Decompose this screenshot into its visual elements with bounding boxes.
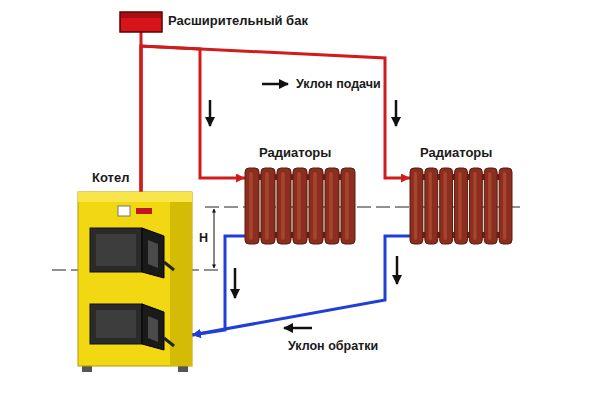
boiler-shape [78,192,192,372]
dimension-label: H [199,231,208,246]
height-dimension [214,209,215,268]
node-label: Радиаторы [259,145,331,161]
slope-label: Уклон подачи [296,77,381,92]
slope-label: Уклон обратки [288,339,378,354]
expansion-tank-shape [120,12,162,32]
boiler: Котел [78,192,192,372]
flow-arrows [210,84,397,328]
node-label: Котел [92,170,129,186]
return-pipe [192,236,245,335]
node-label: Радиаторы [420,145,492,161]
radiator-shape [410,168,512,244]
expansion-tank: Расширительный бак [120,12,162,32]
return-pipe [192,236,410,335]
radiator: Радиаторы [410,168,512,244]
radiator: Радиаторы [245,168,355,244]
radiator-shape [245,168,355,244]
node-label: Расширительный бак [168,13,308,29]
supply-pipe [141,46,410,192]
supply-pipe [141,46,245,192]
